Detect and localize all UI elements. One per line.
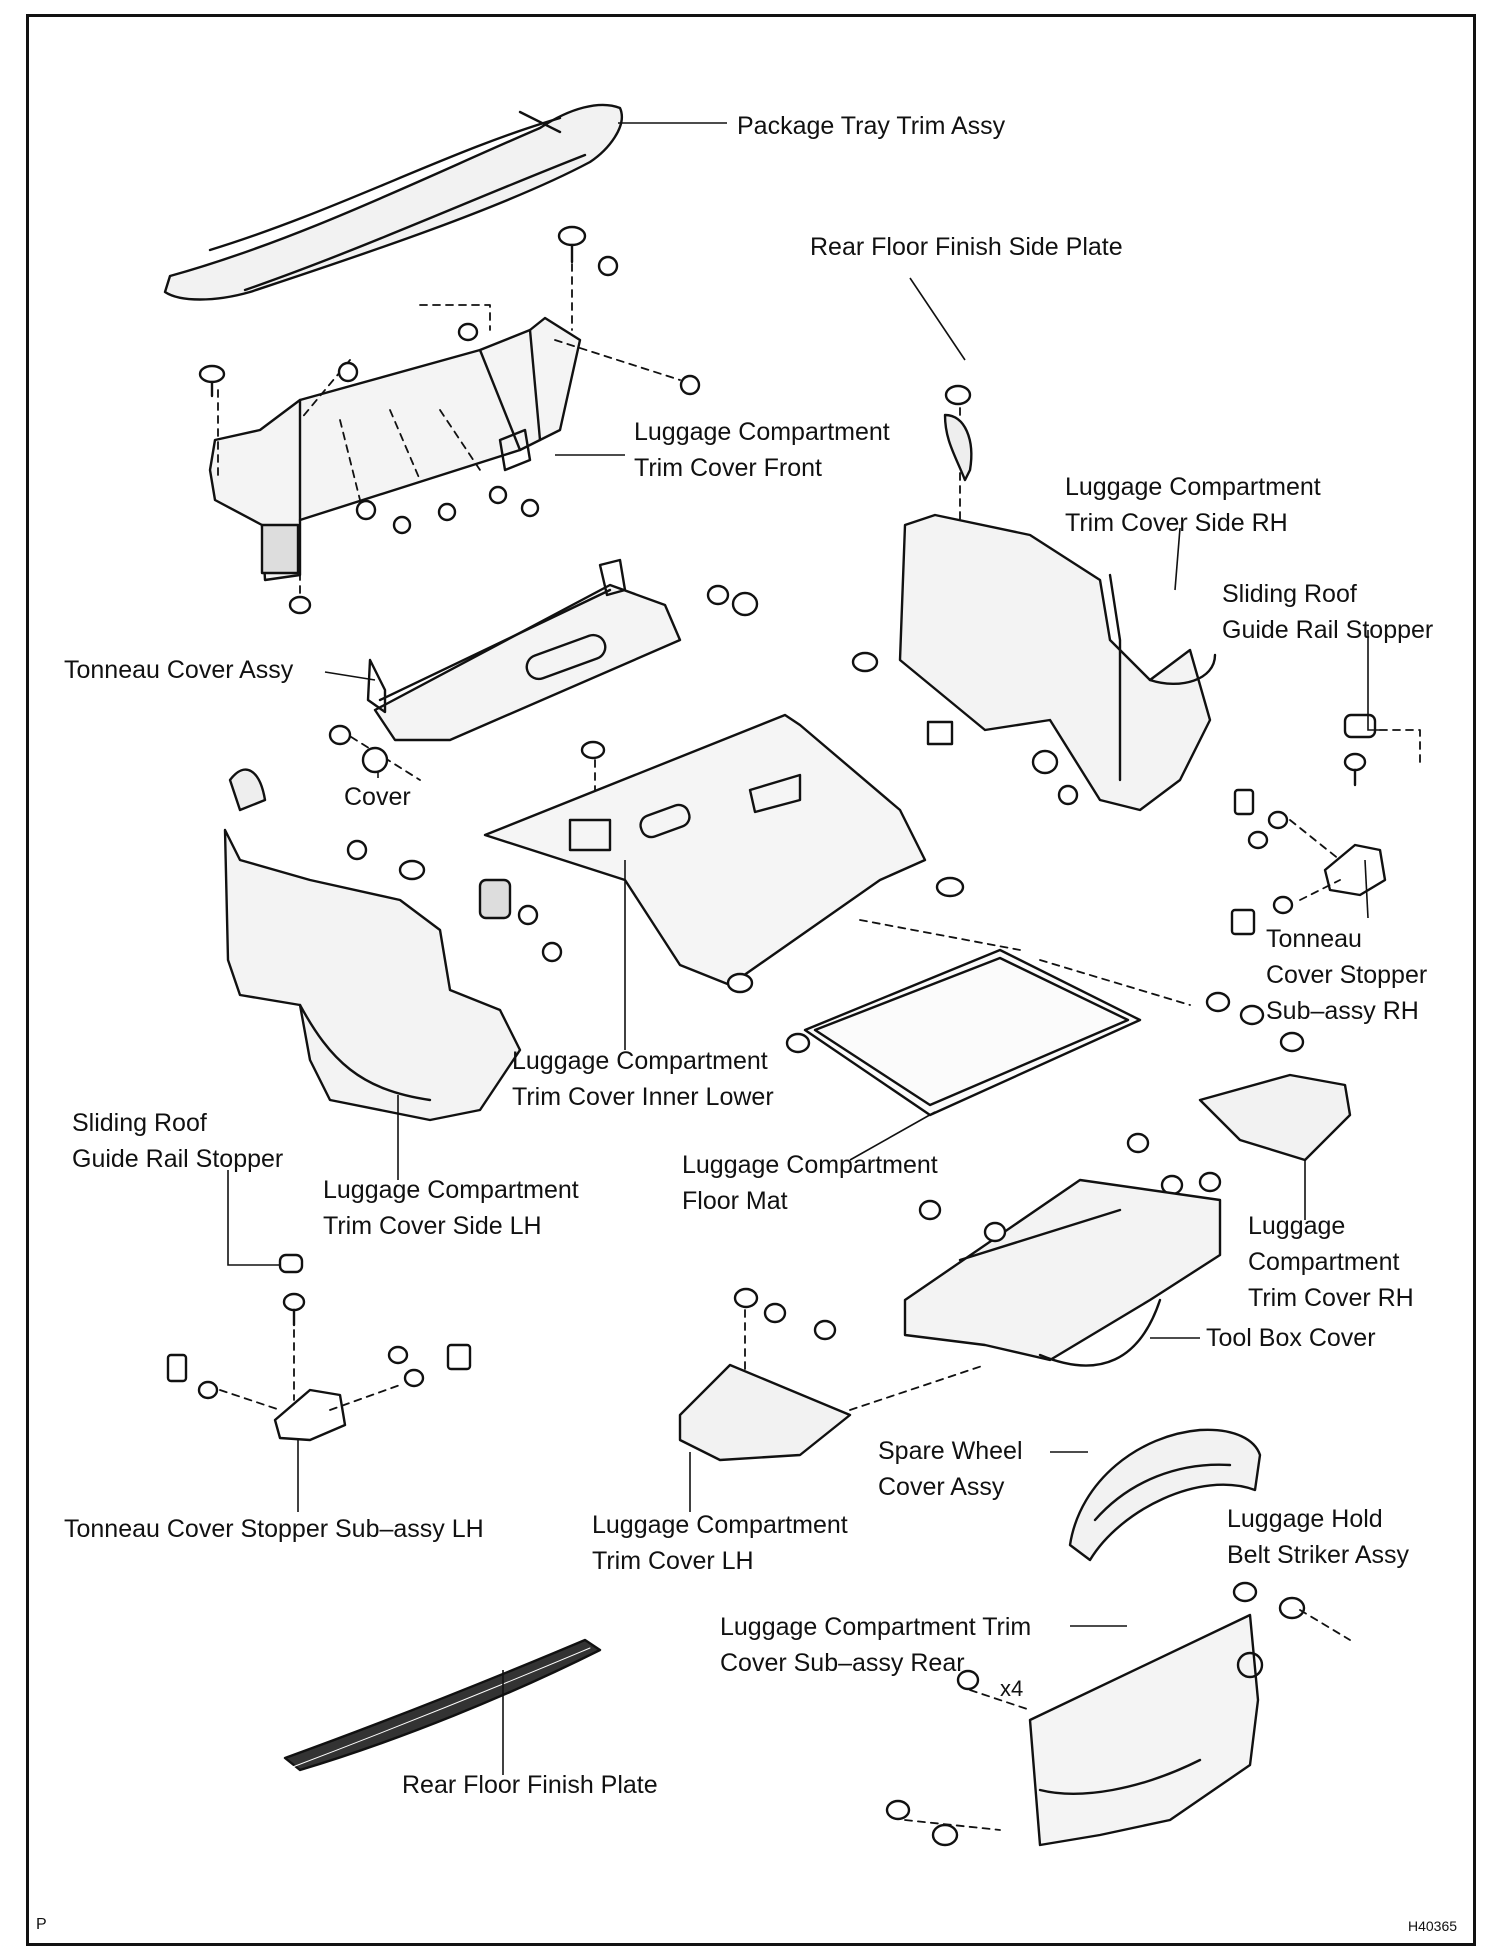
- label-inner-lower-2: Trim Cover Inner Lower: [512, 1083, 774, 1111]
- label-trim-lh-1: Luggage Compartment: [592, 1511, 848, 1539]
- corner-code-left: P: [36, 1916, 47, 1933]
- label-rail-lh-2: Guide Rail Stopper: [72, 1145, 284, 1173]
- label-spare-wheel-2: Cover Assy: [878, 1473, 1005, 1501]
- floor-mat-part: [803, 948, 1142, 1117]
- label-rear-floor-side-plate: Rear Floor Finish Side Plate: [810, 233, 1123, 261]
- trim-cover-front-part: [208, 316, 582, 582]
- label-package-tray: Package Tray Trim Assy: [737, 112, 1006, 140]
- trim-cover-side-rh-part: [898, 513, 1217, 812]
- label-x4: x4: [1000, 1676, 1024, 1701]
- trim-cover-rear-part: [1028, 1613, 1264, 1847]
- trim-cover-rh-part: [1198, 1073, 1352, 1162]
- corner-code-right: H40365: [1408, 1918, 1458, 1934]
- label-rail-rh-1: Sliding Roof: [1222, 580, 1357, 608]
- label-stopper-rh-2: Cover Stopper: [1266, 961, 1428, 989]
- trim-cover-inner-lower-part: [483, 713, 927, 987]
- label-hold-belt-1: Luggage Hold: [1227, 1505, 1383, 1533]
- label-rear-floor-plate: Rear Floor Finish Plate: [402, 1771, 658, 1799]
- label-trim-lh-2: Trim Cover LH: [592, 1547, 754, 1575]
- label-stopper-rh-3: Sub–assy RH: [1266, 997, 1419, 1025]
- trim-cover-lh-part: [678, 1363, 852, 1462]
- diagram-frame: [26, 14, 1476, 1946]
- label-side-lh-2: Trim Cover Side LH: [323, 1212, 542, 1240]
- package-tray-trim-part: [163, 103, 623, 301]
- label-side-rh-2: Trim Cover Side RH: [1065, 509, 1288, 537]
- label-trim-front-2: Trim Cover Front: [634, 454, 822, 482]
- label-trim-rh-2: Compartment: [1248, 1248, 1400, 1276]
- label-tool-box: Tool Box Cover: [1206, 1324, 1376, 1352]
- label-inner-lower-1: Luggage Compartment: [512, 1047, 768, 1075]
- rear-floor-finish-plate-part: [283, 1638, 602, 1772]
- label-floor-mat-2: Floor Mat: [682, 1187, 788, 1215]
- label-cover: Cover: [344, 783, 411, 811]
- label-tonneau-assy: Tonneau Cover Assy: [64, 656, 294, 684]
- spare-wheel-cover-part: [1068, 1428, 1262, 1562]
- rear-floor-side-plate-part: [943, 413, 973, 482]
- label-stopper-lh: Tonneau Cover Stopper Sub–assy LH: [64, 1515, 484, 1543]
- trim-cover-side-lh-part: [223, 768, 522, 1122]
- label-rear-sub-1: Luggage Compartment Trim: [720, 1613, 1032, 1641]
- label-trim-rh-3: Trim Cover RH: [1248, 1284, 1414, 1312]
- label-floor-mat-1: Luggage Compartment: [682, 1151, 938, 1179]
- label-spare-wheel-1: Spare Wheel: [878, 1437, 1023, 1465]
- label-rear-sub-2: Cover Sub–assy Rear: [720, 1649, 965, 1677]
- label-rail-lh-1: Sliding Roof: [72, 1109, 207, 1137]
- tonneau-cover-part: [366, 558, 682, 742]
- label-side-rh-1: Luggage Compartment: [1065, 473, 1321, 501]
- label-stopper-rh-1: Tonneau: [1266, 925, 1362, 953]
- label-trim-front-1: Luggage Compartment: [634, 418, 890, 446]
- label-side-lh-1: Luggage Compartment: [323, 1176, 579, 1204]
- label-hold-belt-2: Belt Striker Assy: [1227, 1541, 1409, 1569]
- tool-box-cover-part: [903, 1178, 1222, 1367]
- label-rail-rh-2: Guide Rail Stopper: [1222, 616, 1434, 644]
- label-trim-rh-1: Luggage: [1248, 1212, 1346, 1240]
